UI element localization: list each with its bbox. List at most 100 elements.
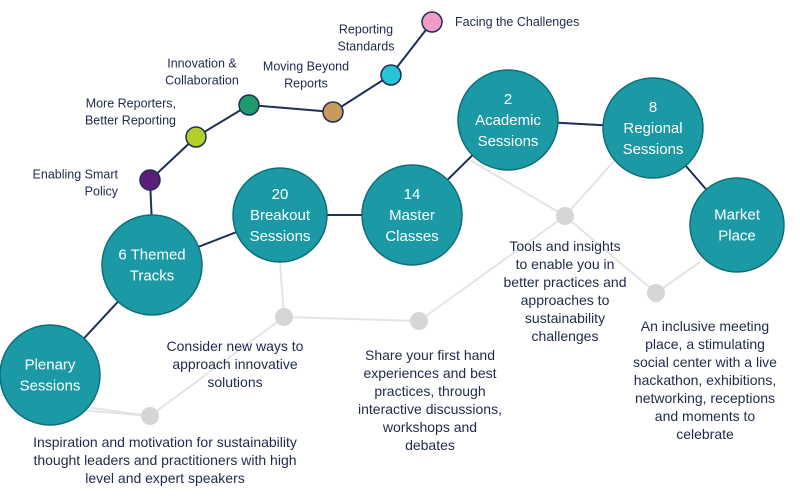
market-description-line: social center with a live [633, 354, 777, 370]
branch-label-line: Reporting [339, 23, 393, 37]
branch-label-line: Reports [284, 77, 328, 91]
grey-junction-dot [141, 407, 159, 425]
node-circle-themed [101, 214, 203, 316]
breakout-description: Consider new ways to approach innovative… [150, 337, 320, 391]
branch-label-line: Standards [338, 40, 395, 54]
plenary-description-line: thought leaders and practitioners with h… [33, 452, 297, 468]
node-label-line: 2 [504, 91, 512, 108]
branch-connector-line [390, 21, 433, 76]
branch-label-line: Better Reporting [85, 114, 176, 128]
grey-connector-line [564, 159, 616, 217]
node-label-line: Tracks [130, 268, 174, 285]
branch-dot-standards [380, 64, 402, 86]
branch-dot-beyond [322, 101, 344, 123]
grey-connector-line [418, 215, 566, 322]
breakout-description-line: Consider new ways to [166, 338, 304, 354]
master-description: Share your first hand experiences and be… [345, 346, 515, 454]
grey-connector-lines [0, 159, 701, 417]
grey-junction-dot [647, 284, 665, 302]
grey-connector-line [279, 261, 285, 318]
node-circle-breakout [232, 167, 328, 263]
grey-connector-line [149, 316, 285, 417]
market-description-line: hackathon, exhibitions, [633, 372, 777, 388]
node-circle-master [361, 164, 463, 266]
branch-label-challenges: Facing the Challenges [455, 15, 579, 29]
node-label-line: Sessions [623, 141, 684, 158]
branch-label-line: Policy [85, 185, 119, 199]
branch-label-line: More Reporters, [86, 97, 176, 111]
grey-junction-dot [556, 207, 574, 225]
breakout-description-line: solutions [207, 374, 263, 390]
grey-junction-dot [275, 308, 293, 326]
master-description-line: debates [405, 437, 455, 453]
master-description-line: Share your first hand [365, 347, 495, 363]
grey-junction-dot [410, 312, 428, 330]
branch-label-innovation: Innovation & Collaboration [165, 57, 239, 88]
branch-label-reporters: More Reporters, Better Reporting [85, 97, 176, 128]
grey-connector-line [283, 316, 420, 322]
node-label-line: Master [389, 207, 435, 224]
academic-description-line: approaches to [520, 292, 610, 308]
branch-label-line: Innovation & [167, 57, 237, 71]
master-description-line: experiences and best [363, 365, 497, 381]
node-label-line: Classes [385, 228, 438, 245]
market-description-line: An inclusive meeting [640, 318, 770, 334]
plenary-description: Inspiration and motivation for sustainab… [0, 433, 330, 487]
node-label-line: Sessions [250, 228, 311, 245]
node-label-line: Sessions [478, 133, 539, 150]
plenary-description-line: level and expert speakers [85, 470, 245, 486]
branch-label-line: Collaboration [165, 74, 239, 88]
branch-dot-reporters [185, 126, 207, 148]
node-circle-regional [602, 77, 704, 179]
academic-description-line: sustainability [524, 310, 606, 326]
branch-dot-innovation [238, 94, 260, 116]
node-circle-plenary [0, 324, 101, 426]
market-description-line: and moments to [654, 408, 756, 424]
node-label-line: 8 [649, 99, 657, 116]
node-label-line: 6 Themed [118, 247, 185, 264]
academic-description-line: to enable you in [515, 256, 615, 272]
market-description-line: celebrate [676, 426, 734, 442]
academic-description-line: better practices and [503, 274, 627, 290]
node-circle-academic [457, 69, 559, 171]
breakout-description-line: approach innovative [172, 356, 298, 372]
branch-dot-policy [139, 169, 161, 191]
node-label-line: 20 [272, 186, 289, 203]
grey-connector-line [469, 159, 566, 217]
master-description-line: interactive discussions, [358, 401, 502, 417]
market-description: An inclusive meeting place, a stimulatin… [610, 317, 800, 443]
market-description-line: networking, receptions [634, 390, 776, 406]
node-label-line: Market [714, 207, 761, 224]
branch-dot-challenges [421, 11, 443, 33]
node-label-line: Place [718, 228, 756, 245]
grey-connector-line [564, 215, 657, 294]
plenary-description-line: Inspiration and motivation for sustainab… [33, 434, 297, 450]
master-description-line: workshops and [382, 419, 478, 435]
academic-description: Tools and insights to enable you in bett… [485, 237, 645, 345]
grey-connector-line [79, 409, 151, 417]
market-description-line: place, a stimulating [645, 336, 765, 352]
branch-dots [139, 11, 443, 191]
branch-connector-line [332, 74, 392, 113]
node-label-line: Academic [475, 112, 541, 129]
branch-label-line: Moving Beyond [263, 60, 349, 74]
node-label-line: Breakout [250, 207, 311, 224]
